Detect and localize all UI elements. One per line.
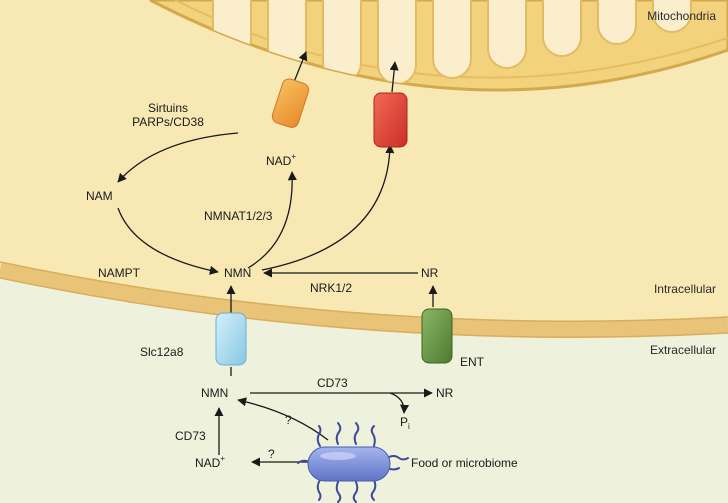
mitochondria-cristae [212,0,692,85]
nad-extra-text: NAD [195,456,221,470]
nr-intracellular-label: NR [421,266,439,280]
arrow-microbiome-to-nmn [237,397,329,441]
nmn-extracellular-label: NMN [201,386,228,400]
nam-label: NAM [86,189,113,203]
arrow-nam-to-nmn [117,207,219,275]
nad-extra-superscript: + [220,454,225,463]
nrk-label: NRK1/2 [310,281,352,295]
mitochondrion [149,0,728,92]
nmnat-label: NMNAT1/2/3 [204,209,273,223]
arrow-red-transport [389,61,399,93]
nad-mito-superscript: + [291,152,296,161]
question-mark-lower: ? [268,447,275,461]
ent-label: ENT [460,355,485,369]
ent-transporter [421,308,453,364]
nr-extracellular-label: NR [436,386,454,400]
question-mark-upper: ? [285,413,292,427]
parps-cd38-label: PARPs/CD38 [132,115,204,129]
plasma-membrane-inner-edge [0,277,728,338]
nad-mito-label: NAD+ [266,152,296,168]
plasma-membrane-outer-edge [0,261,728,322]
slc12a8-label: Slc12a8 [140,345,184,359]
cd73-left-label: CD73 [175,429,206,443]
cd73-top-label: CD73 [317,376,348,390]
arrow-pi-release [389,392,410,414]
arrow-nad-to-nam [117,132,239,183]
intracellular-label: Intracellular [654,282,716,296]
sirtuins-label: Sirtuins [148,101,188,115]
pi-label: Pi [400,415,410,431]
orange-transporter [271,78,310,128]
mitochondria-label: Mitochondria [647,9,716,23]
red-transporter [373,92,408,148]
arrow-orange-transport [293,51,308,83]
food-or-microbiome-label: Food or microbiome [411,456,518,470]
plasma-membrane [0,262,728,338]
pathway-arrows [117,51,438,467]
extracellular-label: Extracellular [650,343,716,357]
nad-extracellular-label: NAD+ [195,454,225,470]
nmn-intracellular-label: NMN [224,266,251,280]
arrow-nmn-to-mitochondria [261,144,395,271]
pi-subscript: i [408,422,410,431]
arrow-nmn-to-nad [247,171,297,269]
pi-text: P [400,415,408,429]
microbe-icon [297,422,409,503]
nampt-label: NAMPT [98,266,141,280]
slc12a8-transporter [215,312,247,366]
nad-mito-text: NAD [266,154,292,168]
